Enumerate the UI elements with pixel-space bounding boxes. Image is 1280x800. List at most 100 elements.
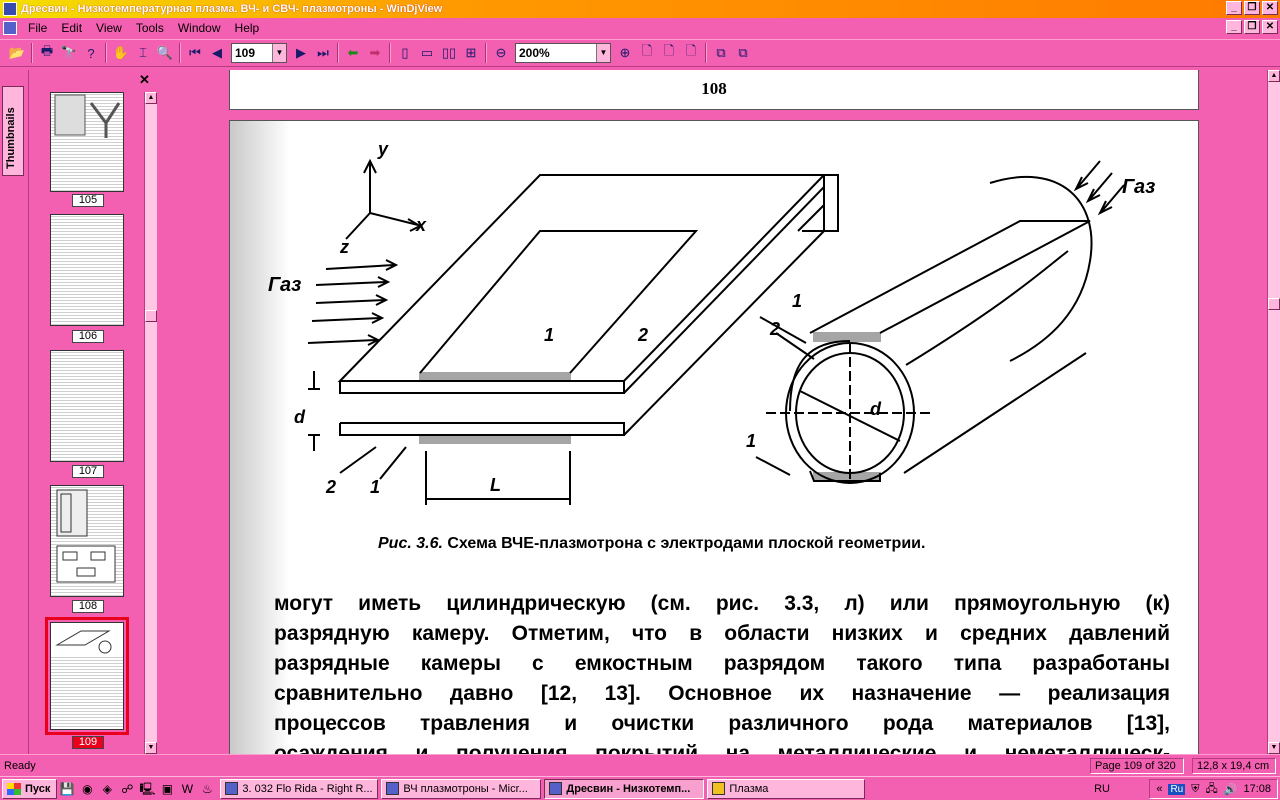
text-line: осаждения и получения покрытий на металл… <box>274 742 1170 754</box>
label-1: 1 <box>746 431 756 451</box>
menu-tools[interactable]: Tools <box>135 20 164 35</box>
text-line: могут иметь цилиндрическую (см. рис. 3.3… <box>274 592 1170 615</box>
task-word[interactable]: ВЧ плазмотроны - Micr... <box>381 778 542 799</box>
media-icon[interactable]: ◈ <box>102 781 112 796</box>
rotate-left-icon[interactable]: ⧉ <box>716 45 726 60</box>
task-windjview[interactable]: Дресвин - Низкотемп... <box>544 778 705 799</box>
thumbnails-tab[interactable]: Thumbnails <box>2 86 24 176</box>
toolbar-separator <box>105 43 107 63</box>
thumbnail-page-108[interactable] <box>50 485 124 597</box>
zoom-out-icon[interactable]: ⊖ <box>495 45 507 60</box>
menu-edit[interactable]: Edit <box>61 20 83 35</box>
thumbnail-page-109[interactable] <box>45 617 129 735</box>
scroll-up-icon[interactable]: ▲ <box>1268 70 1280 82</box>
fit-width-icon[interactable]: 🗋 <box>663 43 675 58</box>
last-page-icon[interactable]: ⏭ <box>317 45 329 60</box>
continuous-facing-icon[interactable]: ⊞ <box>465 45 477 60</box>
network-icon[interactable]: ☍ <box>121 781 134 796</box>
tray-expand-icon[interactable]: « <box>1156 783 1163 795</box>
language-text[interactable]: RU <box>1094 782 1110 795</box>
photo-icon[interactable]: ▣ <box>161 781 174 796</box>
thumbnail-label[interactable]: 106 <box>72 330 104 343</box>
single-page-icon[interactable]: ▯ <box>401 45 409 60</box>
gas-label-right: Газ <box>1122 176 1155 198</box>
doc-minimize-button[interactable]: _ <box>1226 20 1242 34</box>
label-2: 2 <box>325 477 336 497</box>
save-icon[interactable]: 💾 <box>59 781 75 796</box>
task-winamp[interactable]: 3. 032 Flo Rida - Right R... <box>220 778 379 799</box>
menu-help[interactable]: Help <box>234 20 260 35</box>
thumbnail-label[interactable]: 108 <box>72 600 104 613</box>
thumbnails-close-icon[interactable]: ✕ <box>139 72 150 87</box>
scroll-up-icon[interactable]: ▲ <box>145 92 157 104</box>
toolbar: 📂 🖶 🔭 ? ✋ ⌶ 🔍 ⏮ ◀ 109 ▼ ▶ ⏭ ⬅ ➡ ▯ ▭ ▯▯ ⊞… <box>0 39 1280 67</box>
doc-restore-button[interactable]: ❐ <box>1244 20 1260 34</box>
toolbar-separator <box>179 43 181 63</box>
thumbnail-scrollbar[interactable]: ▲ ▼ <box>144 92 157 754</box>
zoom-tool-icon[interactable]: 🔍 <box>156 45 174 60</box>
rotate-right-icon[interactable]: ⧉ <box>738 45 748 60</box>
continuous-page-icon[interactable]: ▭ <box>420 45 434 60</box>
zoom-combo[interactable]: 200% ▼ <box>515 43 611 63</box>
page-number-combo[interactable]: 109 ▼ <box>231 43 287 63</box>
prev-page-icon[interactable]: ◀ <box>212 45 222 60</box>
document-icon[interactable] <box>3 20 17 35</box>
forward-icon[interactable]: ➡ <box>369 45 381 60</box>
facing-pages-icon[interactable]: ▯▯ <box>441 45 457 60</box>
fit-page-icon[interactable]: 🗋 <box>641 43 653 58</box>
thumbnail-page-107[interactable] <box>50 350 124 462</box>
find-icon[interactable]: 🔭 <box>60 45 78 60</box>
thumbnail-page-106[interactable] <box>50 214 124 326</box>
volume-icon[interactable]: 🔊 <box>1223 783 1238 796</box>
print-icon[interactable]: 🖶 <box>40 43 54 58</box>
word-icon[interactable]: W <box>181 781 194 796</box>
chevron-down-icon[interactable]: ▼ <box>272 44 286 62</box>
language-badge[interactable]: Ru <box>1168 783 1186 795</box>
acrobat-icon[interactable]: ♨ <box>201 781 213 796</box>
browser-icon[interactable]: ◉ <box>82 781 93 796</box>
first-page-icon[interactable]: ⏮ <box>189 45 201 60</box>
scroll-down-icon[interactable]: ▼ <box>1268 742 1280 754</box>
menu-file[interactable]: File <box>28 20 48 35</box>
shield-icon[interactable]: ⛨ <box>1191 782 1200 795</box>
restore-button[interactable]: ❐ <box>1244 1 1260 15</box>
select-tool-icon[interactable]: ⌶ <box>139 45 147 60</box>
next-page-icon[interactable]: ▶ <box>296 45 306 60</box>
zoom-value: 200% <box>519 46 550 60</box>
scroll-down-icon[interactable]: ▼ <box>145 742 157 754</box>
minimize-button[interactable]: _ <box>1226 1 1242 15</box>
menu-view[interactable]: View <box>96 20 122 35</box>
clock: 17:08 <box>1243 783 1271 795</box>
thumbnail-label[interactable]: 107 <box>72 465 104 478</box>
network-tray-icon[interactable]: 🖧 <box>1205 782 1218 795</box>
windows-flag-icon <box>7 782 21 795</box>
label-d: d <box>294 407 306 427</box>
start-label: Пуск <box>25 782 51 795</box>
zoom-in-icon[interactable]: ⊕ <box>619 45 631 60</box>
app-icon[interactable] <box>3 2 17 16</box>
actual-size-icon[interactable]: 🗋 <box>685 43 697 58</box>
task-label: Плазма <box>729 782 769 795</box>
menu-window[interactable]: Window <box>177 20 221 35</box>
scroll-thumb[interactable] <box>145 310 157 322</box>
doc-close-button[interactable]: ✕ <box>1262 20 1278 34</box>
hand-tool-icon[interactable]: ✋ <box>112 45 130 60</box>
status-text: Ready <box>4 759 36 772</box>
computer-icon[interactable]: 🖳 <box>139 781 156 796</box>
axis-y-label: y <box>377 139 389 159</box>
back-icon[interactable]: ⬅ <box>347 45 359 60</box>
document-scrollbar[interactable]: ▲ ▼ <box>1267 70 1280 754</box>
document-view[interactable]: 108 <box>163 70 1267 754</box>
scroll-thumb[interactable] <box>1268 298 1280 310</box>
start-button[interactable]: Пуск <box>2 778 58 799</box>
close-button[interactable]: ✕ <box>1262 1 1278 15</box>
label-1: 1 <box>792 291 802 311</box>
chevron-down-icon[interactable]: ▼ <box>596 44 610 62</box>
thumbnail-label[interactable]: 109 <box>72 736 104 749</box>
task-folder[interactable]: Плазма <box>707 778 866 799</box>
page-number: 108 <box>701 79 727 98</box>
help-icon[interactable]: ? <box>87 45 95 61</box>
open-folder-icon[interactable]: 📂 <box>8 45 26 60</box>
thumbnail-page-105[interactable] <box>50 92 124 192</box>
thumbnail-label[interactable]: 105 <box>72 194 104 207</box>
